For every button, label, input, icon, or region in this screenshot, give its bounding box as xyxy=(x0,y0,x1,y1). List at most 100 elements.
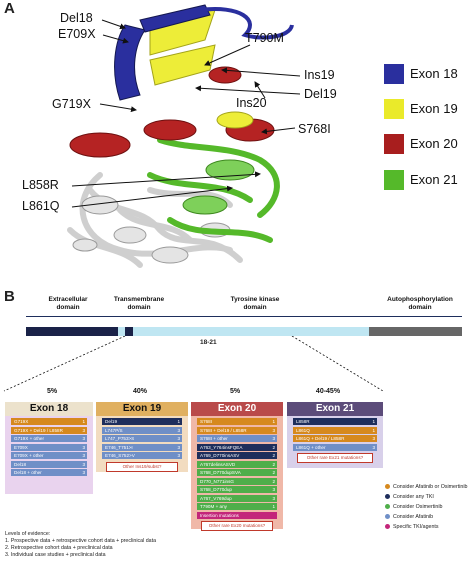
label-l861q: L861Q xyxy=(22,199,60,213)
mutation-name: G719X xyxy=(14,419,29,424)
mutation-name: L747P/S xyxy=(105,427,123,433)
legend-label: Consider Afatinib xyxy=(393,513,434,520)
label-e709x: E709X xyxy=(58,27,96,41)
mutation-name: Del18 + other xyxy=(14,470,42,475)
mutation-name: L861Q + Del19 / L858R xyxy=(296,436,345,441)
evidence-level: 3 xyxy=(82,436,85,441)
mutation-row: Insertion mutations xyxy=(197,511,277,519)
protein-structure-illustration xyxy=(67,4,294,268)
mutation-row: E709X 3 xyxy=(11,443,87,451)
legend-label: Consider Osimertinib xyxy=(393,503,443,510)
exon-title: Exon 18 xyxy=(5,402,93,416)
evidence-level: 3 xyxy=(272,495,275,501)
mutation-name: E709X + other xyxy=(14,453,44,458)
mutation-name: A769_D770insASV xyxy=(200,453,240,458)
bar-transmembrane xyxy=(125,327,133,336)
bar-gap xyxy=(118,327,125,336)
mutation-name: G719X + Del19 / L858R xyxy=(14,427,63,433)
domain-autophosphorylation: Autophosphorylation domain xyxy=(387,296,453,311)
legend-label-exon20: Exon 20 xyxy=(410,136,458,151)
mutation-name: D770_N771insG xyxy=(200,478,234,484)
exon-title: Exon 20 xyxy=(191,402,283,416)
other-mutations-note: Other rare Ex21 mutations? xyxy=(297,453,373,463)
label-s768i: S768I xyxy=(298,122,331,136)
legend-dot xyxy=(385,524,390,529)
legend-dot xyxy=(385,484,390,489)
evidence-level: 3 xyxy=(82,453,85,458)
mutation-name: E746_T751>I xyxy=(105,444,133,450)
label-del18: Del18 xyxy=(60,11,93,25)
other-mutations-note: Other rare Ex20 mutations? xyxy=(201,521,273,531)
mutation-row: L747P/S 3 xyxy=(102,426,182,434)
label-g719x: G719X xyxy=(52,97,91,111)
legend-dot xyxy=(385,514,390,519)
other-mutations-note: Other Ins19/subst? xyxy=(106,461,178,472)
mutation-row: D770_N771insG 2 xyxy=(197,477,277,485)
mutation-row: L861Q + other 3 xyxy=(293,443,377,451)
legend-swatch-exon18 xyxy=(384,64,404,84)
bar-extracellular xyxy=(26,327,118,336)
evidence-level: 1 xyxy=(272,419,275,424)
bar-tyrosine-kinase xyxy=(133,327,369,336)
evidence-level: 3 xyxy=(177,427,180,433)
evidence-level: 3 xyxy=(82,444,85,450)
mutation-row: A769_D770insASV 2 xyxy=(197,452,277,459)
mutation-name: L861Q xyxy=(296,427,310,433)
evidence-level: 1 xyxy=(372,427,375,433)
mutation-row: L861Q + Del19 / L858R 3 xyxy=(293,435,377,442)
evidence-level: 2 xyxy=(272,453,275,458)
legend-label: Consider any TKI xyxy=(393,493,434,500)
label-ins19: Ins19 xyxy=(304,68,335,82)
zoom-lines xyxy=(3,336,384,392)
evidence-level: 2 xyxy=(272,470,275,475)
mutation-row: E709X + other 3 xyxy=(11,452,87,459)
evidence-level: 3 xyxy=(177,436,180,441)
evidence-level: 1 xyxy=(372,419,375,424)
domain-tyrosine-kinase: Tyrosine kinase domain xyxy=(230,296,280,311)
mutation-name: S768I + other xyxy=(200,436,228,441)
pct-exon18: 5% xyxy=(46,388,58,395)
mutation-name: S768I + Del19 / L858R xyxy=(200,427,247,433)
legend-label-exon18: Exon 18 xyxy=(410,66,458,81)
evidence-level: 3 xyxy=(82,461,85,467)
mutation-row: Del18 + other 3 xyxy=(11,469,87,476)
legend-label-exon21: Exon 21 xyxy=(410,172,458,187)
evidence-level: 3 xyxy=(372,444,375,450)
label-ins20: Ins20 xyxy=(236,96,267,110)
mutation-name: Insertion mutations xyxy=(200,512,239,518)
evidence-level: 2 xyxy=(272,444,275,450)
panel-a-letter: A xyxy=(4,0,15,17)
mutation-name: L861Q + other xyxy=(296,444,326,450)
evidence-level: 3 xyxy=(372,436,375,441)
evidence-level: 3 xyxy=(272,427,275,433)
evidence-level: 2 xyxy=(272,461,275,467)
mutation-name: A763_Y764insFQEA xyxy=(200,444,243,450)
evidence-level: 2 xyxy=(272,478,275,484)
evidence-level-3: 3. Individual case studies + preclinical… xyxy=(5,552,106,558)
mutation-arrows xyxy=(71,19,301,208)
evidence-level: 3 xyxy=(82,470,85,475)
legend-swatch-exon21 xyxy=(384,170,404,190)
mutation-name: E709X xyxy=(14,444,28,450)
label-del19: Del19 xyxy=(304,87,337,101)
legend-label-exon19: Exon 19 xyxy=(410,101,458,116)
